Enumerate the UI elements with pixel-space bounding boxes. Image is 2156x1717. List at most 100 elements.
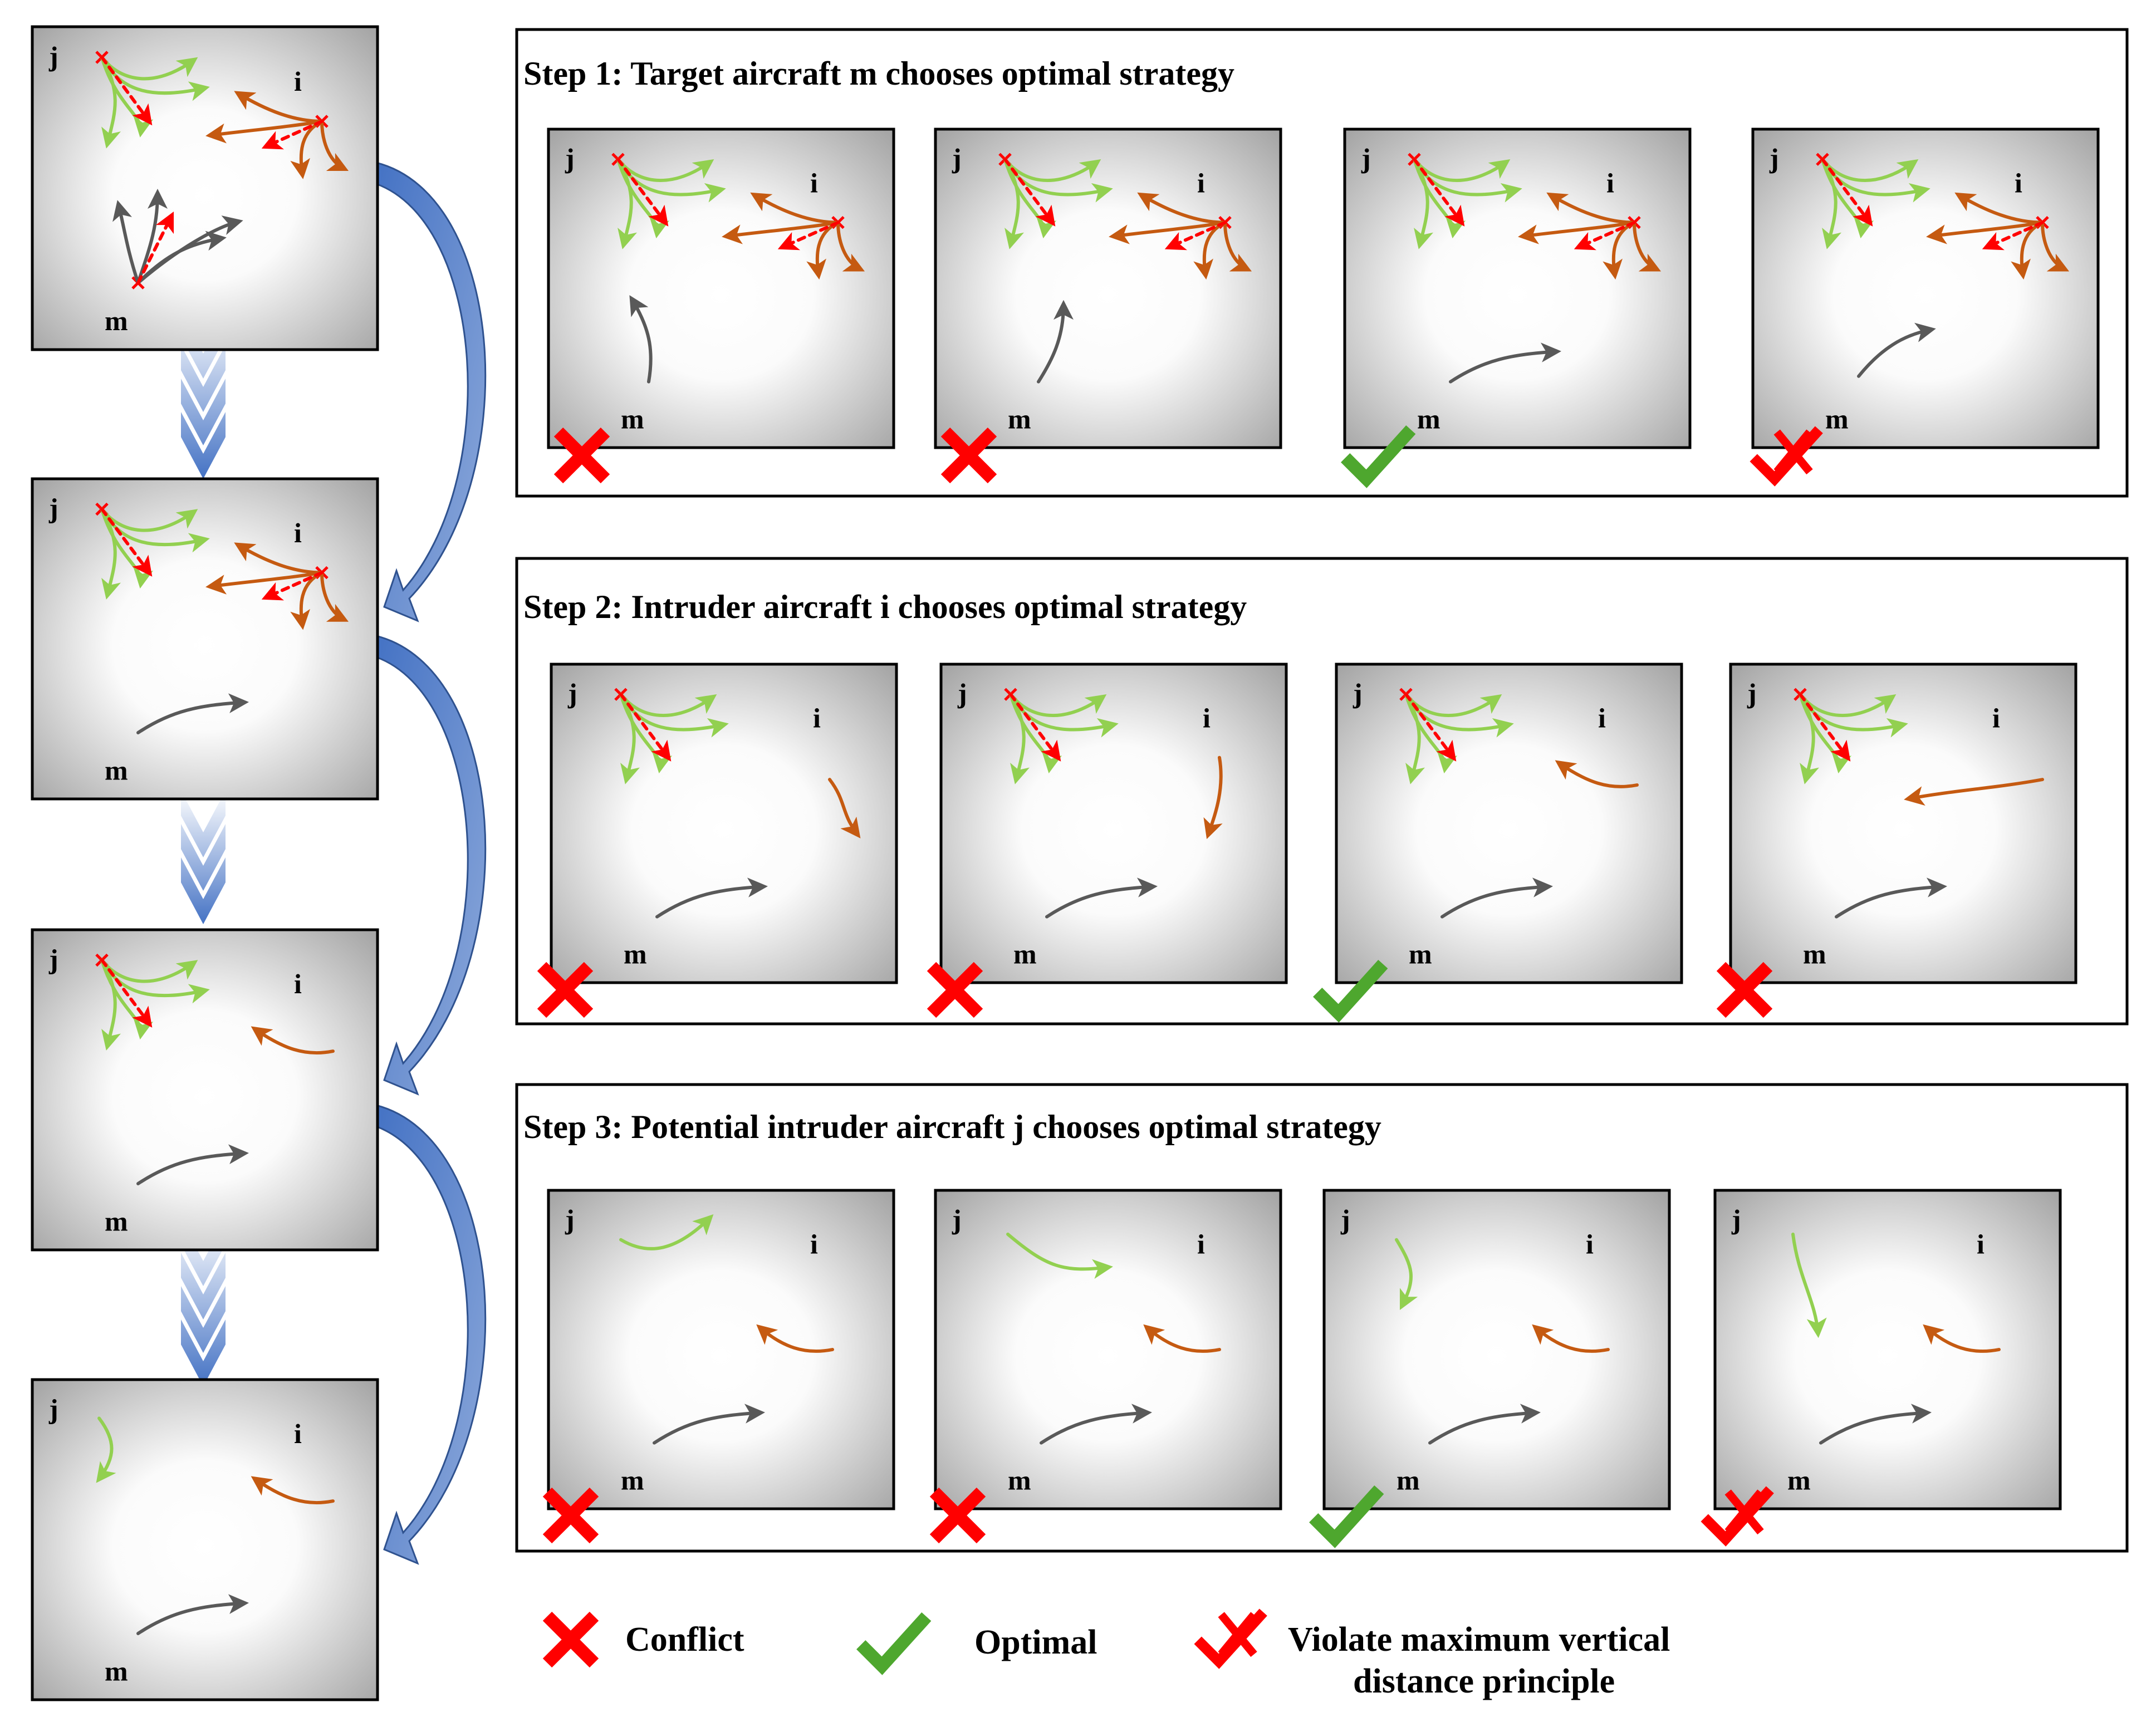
- j-chosen-path: [1006, 1232, 1113, 1279]
- step3-title: Step 3: Potential intruder aircraft j ch…: [523, 1108, 1381, 1145]
- aircraft-label-m: m: [1396, 1465, 1420, 1496]
- panel-background: [31, 928, 379, 1252]
- i-chosen-path: [251, 1476, 335, 1505]
- j-path-branch: [1404, 693, 1458, 774]
- j-path-branch: [100, 56, 154, 138]
- down-chevrons: [181, 312, 226, 1386]
- m-chosen-path: [1440, 877, 1553, 919]
- conflict-cross-icon: [542, 1487, 599, 1544]
- flow-arrow-3: [375, 1104, 487, 1565]
- conflict-cross-icon: [929, 1487, 986, 1544]
- aircraft-label-j: j: [48, 41, 58, 72]
- i-path-branch: [205, 120, 324, 144]
- j-path-branch: [1009, 693, 1107, 718]
- step3-option-1: jim: [547, 1189, 895, 1510]
- j-path-branch: [616, 158, 714, 183]
- panel-background: [31, 477, 379, 801]
- m-chosen-path: [1449, 342, 1561, 384]
- legend-conflict-label: Conflict: [625, 1621, 744, 1659]
- violate-check-cross-icon: [1701, 1486, 1774, 1547]
- i-path-branch: [205, 571, 324, 595]
- step1-title: Step 1: Target aircraft m chooses optima…: [523, 55, 1234, 92]
- aircraft-label-j: j: [48, 944, 58, 975]
- i-path-branch: [722, 220, 840, 244]
- i-path-dashed: [777, 220, 840, 251]
- m-path-branch: [136, 215, 243, 284]
- aircraft-label-i: i: [1606, 168, 1614, 199]
- aircraft-label-i: i: [1598, 703, 1606, 734]
- j-path-dashed: [100, 958, 153, 1028]
- aircraft-label-i: i: [1203, 703, 1211, 734]
- m-chosen-path: [1040, 1404, 1152, 1445]
- j-path-branch: [1799, 693, 1897, 718]
- aircraft-label-j: j: [1769, 143, 1779, 174]
- conflict-cross-icon: [537, 961, 594, 1018]
- step2-frame: [515, 557, 2129, 1026]
- flow-arrows: [375, 161, 487, 1565]
- step1-option-2: jim: [934, 127, 1282, 449]
- i-path-branch: [320, 120, 349, 171]
- j-path-dashed: [1821, 158, 1873, 227]
- i-path-branch: [1137, 192, 1227, 224]
- aircraft-label-m: m: [1417, 404, 1440, 435]
- aircraft-label-j: j: [952, 143, 962, 174]
- i-path-branch: [2041, 220, 2070, 272]
- legend-violate-label-line2: distance principle: [1353, 1662, 1615, 1700]
- aircraft-label-i: i: [1992, 703, 2000, 734]
- chevron-down-icon: [181, 791, 226, 924]
- i-chosen-path: [756, 1324, 834, 1353]
- panel-background: [1751, 127, 2100, 449]
- aircraft-label-m: m: [105, 305, 128, 336]
- left-panel-after-step3: jim: [31, 1378, 379, 1701]
- chevron-down-icon: [181, 1219, 226, 1386]
- i-path-branch: [234, 91, 324, 123]
- j-path-branch: [1003, 158, 1057, 239]
- aircraft-label-m: m: [1008, 404, 1031, 435]
- i-path-dashed: [1982, 220, 2044, 251]
- m-path-branch: [136, 189, 168, 284]
- j-path-dashed: [1413, 158, 1465, 227]
- step1-option-1: jim: [547, 127, 895, 449]
- m-path-branch: [112, 200, 140, 284]
- i-chosen-path: [1923, 1324, 2001, 1353]
- i-path-branch: [1633, 220, 1662, 272]
- i-path-branch: [1518, 220, 1636, 244]
- j-chosen-path: [619, 1214, 714, 1250]
- aircraft-label-m: m: [621, 1465, 644, 1496]
- i-path-branch: [750, 192, 840, 224]
- step2-option-1: jim: [550, 663, 898, 984]
- i-path-branch: [1223, 220, 1252, 272]
- j-path-branch: [1821, 158, 1919, 183]
- m-chosen-path: [1857, 322, 1936, 378]
- chevron-down-icon: [181, 312, 226, 479]
- m-path-dashed: [136, 211, 174, 284]
- aircraft-label-j: j: [1361, 143, 1371, 174]
- j-path-dashed: [1799, 693, 1851, 762]
- aircraft-label-m: m: [1013, 939, 1037, 970]
- m-chosen-path: [1819, 1404, 1932, 1445]
- m-chosen-path: [655, 877, 768, 919]
- aircraft-label-j: j: [1731, 1204, 1741, 1235]
- j-path-dashed: [100, 507, 153, 577]
- m-chosen-path: [1835, 877, 1947, 919]
- panel-background: [934, 127, 1282, 449]
- aircraft-label-m: m: [105, 1206, 128, 1237]
- aircraft-label-m: m: [1803, 939, 1826, 970]
- j-chosen-path: [1395, 1238, 1418, 1311]
- legend: Conflict Optimal Violate maximum vertica…: [542, 1608, 1670, 1700]
- aircraft-label-j: j: [48, 1394, 58, 1425]
- aircraft-label-i: i: [2015, 168, 2022, 199]
- m-chosen-path: [629, 295, 653, 384]
- aircraft-label-j: j: [565, 143, 575, 174]
- j-path-branch: [1413, 158, 1466, 239]
- step3-frame: [515, 1083, 2129, 1553]
- aircraft-label-m: m: [1787, 1465, 1811, 1496]
- j-path-branch: [616, 158, 670, 239]
- j-path-dashed: [1009, 693, 1061, 762]
- panel-background: [1322, 1189, 1671, 1510]
- i-path-dashed: [1574, 220, 1636, 251]
- left-panel-initial: jim: [31, 25, 379, 351]
- aircraft-label-i: i: [810, 168, 818, 199]
- i-path-branch: [234, 542, 324, 575]
- i-chosen-path: [1143, 1324, 1221, 1353]
